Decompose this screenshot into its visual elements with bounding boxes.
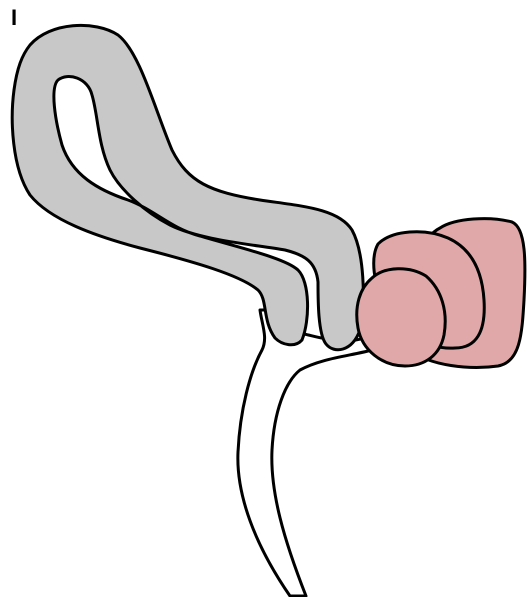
stalk-shape [238,310,372,596]
gray-structure [12,25,363,349]
pink-lobe-front [357,269,445,366]
